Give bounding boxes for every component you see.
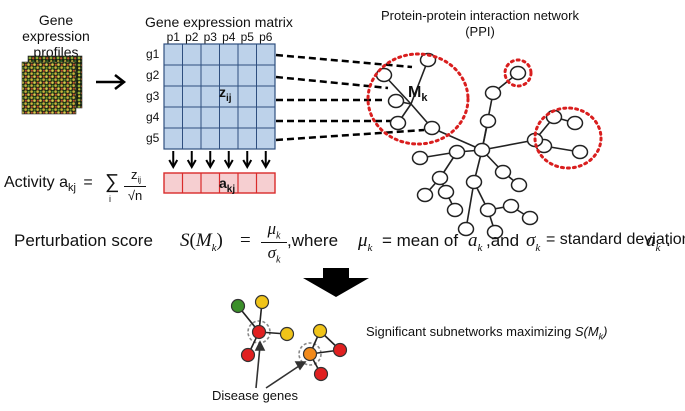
ppi-edge	[465, 181, 475, 230]
sum-index: i	[109, 194, 111, 204]
fraction-denominator: √n	[127, 188, 143, 203]
ppi-node	[448, 144, 466, 160]
ppi-edge	[481, 139, 536, 151]
matrix-column-label: p5	[240, 30, 254, 44]
ppi-node	[484, 85, 502, 101]
subnetwork-node	[254, 294, 270, 310]
ppi-node	[510, 177, 528, 193]
down-arrow-head	[223, 159, 234, 170]
disease-genes-label: Disease genes	[212, 388, 298, 403]
ppi-title: Protein-protein interaction network (PPI…	[381, 8, 579, 39]
matrix-column-label: p2	[185, 30, 199, 44]
subnetwork-node	[279, 326, 295, 342]
module-circles	[366, 52, 603, 170]
down-arrow-head	[168, 159, 179, 170]
ppi-node	[423, 120, 441, 136]
ppi-node	[416, 187, 434, 203]
ppi-node	[473, 142, 491, 158]
subnetwork-node	[251, 324, 267, 340]
subnetwork-node	[332, 342, 348, 358]
fraction-bar	[124, 186, 146, 187]
matrix-row-label: g5	[146, 131, 160, 145]
sum-symbol: ∑	[105, 171, 120, 193]
ppi-node	[465, 174, 483, 190]
ppi-node	[521, 210, 539, 226]
matrix-row-label: g1	[146, 47, 160, 61]
matrix-column-label: p4	[222, 30, 236, 44]
fraction-numerator: zij	[130, 167, 142, 185]
subnetwork-node	[240, 347, 256, 363]
microarray-images	[21, 55, 83, 115]
arrow-right-icon	[96, 74, 127, 90]
ppi-node	[571, 144, 589, 160]
significant-subnetworks-label: Significant subnetworks maximizing S(Mk)	[366, 324, 608, 342]
ppi-node	[479, 202, 497, 218]
matrix-column-label: p3	[203, 30, 217, 44]
down-arrow-head	[186, 159, 197, 170]
ppi-nodes	[375, 52, 589, 240]
ppi-edge	[431, 127, 483, 151]
score-numerator: μk	[267, 219, 281, 242]
ppi-node	[457, 221, 475, 237]
activity-cell-label: akj	[219, 175, 236, 195]
matrix-row-label: g3	[146, 89, 160, 103]
module-circle-small	[503, 58, 533, 88]
subnetwork-node	[302, 346, 318, 362]
module-circle-right	[533, 106, 603, 170]
ppi-node	[387, 93, 405, 109]
ppi-node	[389, 115, 407, 131]
down-arrows	[168, 151, 271, 170]
ppi-edge	[410, 59, 429, 105]
score-fraction-bar	[261, 242, 287, 243]
subnetwork-node	[313, 366, 329, 382]
ppi-node	[446, 202, 464, 218]
disease-gene-pointers	[254, 340, 307, 389]
ppi-node	[431, 170, 449, 186]
activity-row	[163, 172, 276, 194]
module-label: Mk	[408, 84, 428, 105]
matrix-column-label: p6	[259, 30, 273, 44]
expression-matrix-grid	[163, 43, 276, 150]
down-arrow-head	[242, 159, 253, 170]
matrix-title: Gene expression matrix	[145, 14, 293, 30]
subnetwork-node	[312, 323, 328, 339]
matrix-row-label: g2	[146, 68, 160, 82]
matrix-column-label: p1	[166, 30, 180, 44]
module-circle-main	[366, 52, 470, 146]
matrix-row-label: g4	[146, 110, 160, 124]
subnetwork-nodes	[230, 294, 348, 382]
subnetwork-node	[230, 298, 246, 314]
ppi-node	[502, 198, 520, 214]
down-arrow-head	[205, 159, 216, 170]
big-down-arrow-icon	[303, 268, 369, 297]
ppi-node	[479, 113, 497, 129]
matrix-cell-label: zij	[219, 84, 232, 104]
score-denominator: σk	[267, 243, 281, 266]
ppi-node	[437, 184, 455, 200]
down-arrow-head	[260, 159, 271, 170]
ppi-node	[494, 164, 512, 180]
activity-formula: Activity akj =	[4, 174, 93, 195]
ppi-node	[509, 65, 527, 81]
ppi-node	[486, 224, 504, 240]
ppi-node	[566, 115, 584, 131]
ppi-node	[411, 150, 429, 166]
perturbation-score-line: Perturbation score S(Mk) = μk σk ,where …	[14, 219, 685, 266]
